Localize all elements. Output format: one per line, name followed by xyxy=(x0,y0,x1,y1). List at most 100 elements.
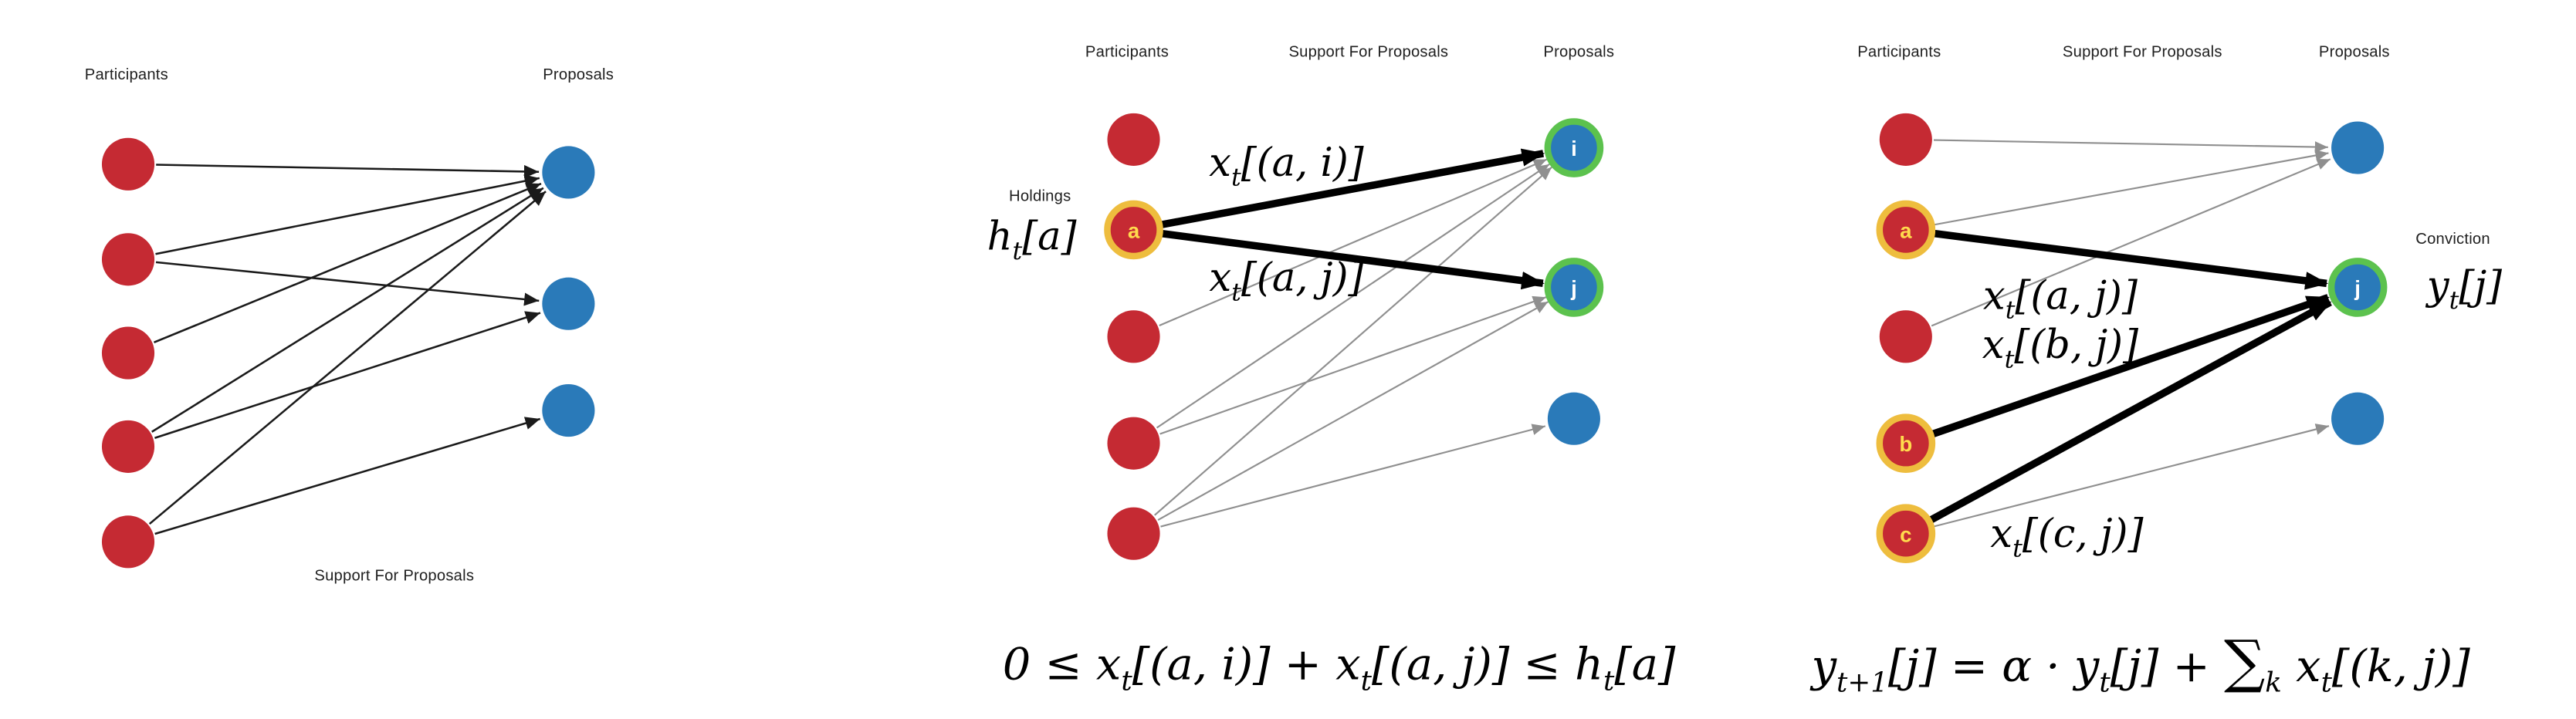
edge-gray xyxy=(1933,139,2328,153)
math-segment: t xyxy=(2449,285,2459,316)
proposal-node xyxy=(2331,392,2385,445)
math-segment: [a] xyxy=(1614,640,1676,691)
math-segment: t+1 xyxy=(1836,665,1888,698)
participant-node xyxy=(1879,310,1932,363)
caption-support-for-proposals: Support For Proposals xyxy=(1288,43,1449,62)
proposal-node-j xyxy=(1544,258,1604,317)
proposal-node xyxy=(542,277,595,330)
edge-gray xyxy=(1156,164,1550,429)
caption-participants: Participants xyxy=(1857,43,1941,62)
diagram-support-overview xyxy=(101,137,595,569)
math-segment: t xyxy=(2320,665,2332,698)
participant-node-letter: a xyxy=(1128,219,1140,243)
caption-support-for-proposals: Support For Proposals xyxy=(314,567,475,586)
edge-gray xyxy=(1932,424,2330,528)
participant-node xyxy=(1107,507,1160,560)
math-segment: [j] xyxy=(2459,262,2503,309)
conviction-value: yt[j] xyxy=(2427,263,2502,316)
participant-node xyxy=(1879,113,1932,166)
math-segment: x xyxy=(1982,322,2005,368)
math-segment: [(a, i)] + x xyxy=(1132,640,1361,691)
math-segment: t xyxy=(1231,277,1241,307)
proposal-node-letter: j xyxy=(1570,276,1577,300)
math-segment: [(b, j)] xyxy=(2014,322,2139,368)
caption-proposals: Proposals xyxy=(543,66,614,85)
edge-plain xyxy=(155,174,540,255)
participant-node-b xyxy=(1876,414,1936,473)
proposal-node-j xyxy=(2327,258,2388,317)
edge-plain xyxy=(154,417,541,535)
participant-node-c xyxy=(1876,504,1936,564)
proposal-node-i xyxy=(1544,118,1604,177)
math-segment: [(a, i)] xyxy=(1241,140,1364,186)
participant-node-letter: b xyxy=(1899,432,1912,456)
math-segment: t xyxy=(1012,236,1023,266)
proposal-node xyxy=(542,384,595,437)
edge-gray xyxy=(1160,424,1546,528)
edge-plain xyxy=(151,187,544,433)
participant-node-letter: a xyxy=(1900,219,1912,243)
participant-node xyxy=(101,326,155,380)
math-segment: t xyxy=(2004,344,2015,375)
participant-node xyxy=(101,137,155,191)
support-c-j: xt[(c, j)] xyxy=(1990,511,2143,563)
edge-gray xyxy=(1154,167,1552,516)
math-segment: t xyxy=(2012,533,2023,563)
edge-bold xyxy=(1933,229,2329,290)
math-segment: t xyxy=(2005,295,2016,326)
edge-gray xyxy=(1159,158,1548,327)
edge-bold xyxy=(1931,294,2330,438)
math-segment: [(a, j)] ≤ h xyxy=(1371,640,1603,691)
edge-bold xyxy=(1160,148,1545,229)
math-segment: x xyxy=(1209,140,1232,186)
support-b-j: xt[(b, j)] xyxy=(1982,322,2138,374)
allocation-a-j: xt[(a, j)] xyxy=(1209,255,1363,307)
holdings-value: ht[a] xyxy=(987,214,1077,266)
proposal-node-letter: j xyxy=(2354,276,2361,300)
participant-node xyxy=(101,233,155,286)
edge-plain xyxy=(148,191,547,525)
math-segment: t xyxy=(2099,665,2111,698)
proposal-node xyxy=(2331,121,2385,174)
edge-gray xyxy=(1159,295,1547,435)
math-segment: 0 ≤ x xyxy=(1002,640,1122,691)
math-segment: y xyxy=(2426,262,2449,309)
edge-plain xyxy=(153,182,542,344)
math-segment: t xyxy=(1121,663,1132,697)
caption-participants: Participants xyxy=(84,66,168,85)
edge-gray xyxy=(1933,150,2329,226)
caption-participants: Participants xyxy=(1085,43,1170,62)
allocation-constraint-formula: 0 ≤ xt[(a, i)] + xt[(a, j)] ≤ ht[a] xyxy=(1003,640,1676,697)
math-segment: x xyxy=(1209,255,1232,301)
edge-bold xyxy=(1928,299,2332,524)
math-segment: [j] + xyxy=(2110,641,2225,693)
math-segment: ∑ xyxy=(2224,628,2266,696)
edge-plain xyxy=(156,164,540,178)
proposal-node xyxy=(1547,392,1600,445)
math-segment: x xyxy=(1982,272,2006,319)
edge-plain xyxy=(154,311,541,439)
participant-node xyxy=(1107,417,1160,470)
caption-support-for-proposals: Support For Proposals xyxy=(2062,43,2222,62)
proposal-node-letter: i xyxy=(1571,137,1577,160)
math-segment: k xyxy=(2265,665,2282,698)
allocation-a-i: xt[(a, i)] xyxy=(1209,140,1364,192)
caption-proposals: Proposals xyxy=(2318,43,2390,62)
caption-proposals: Proposals xyxy=(1543,43,1615,62)
math-segment: [(c, j)] xyxy=(2022,511,2144,557)
edge-plain xyxy=(155,261,540,306)
math-segment: [(k, j)] xyxy=(2331,641,2470,693)
participant-node xyxy=(101,515,155,569)
caption-holdings: Holdings xyxy=(1009,187,1071,207)
math-segment: t xyxy=(1360,663,1372,697)
participant-node xyxy=(101,420,155,473)
participant-node xyxy=(1107,113,1160,166)
diagram-holdings-allocation: a i j xyxy=(1104,113,1604,560)
math-segment: t xyxy=(1603,663,1615,697)
math-segment: [(a, j)] xyxy=(1241,255,1364,301)
participant-node-a xyxy=(1104,200,1163,260)
support-a-j: xt[(a, j)] xyxy=(1983,273,2138,326)
